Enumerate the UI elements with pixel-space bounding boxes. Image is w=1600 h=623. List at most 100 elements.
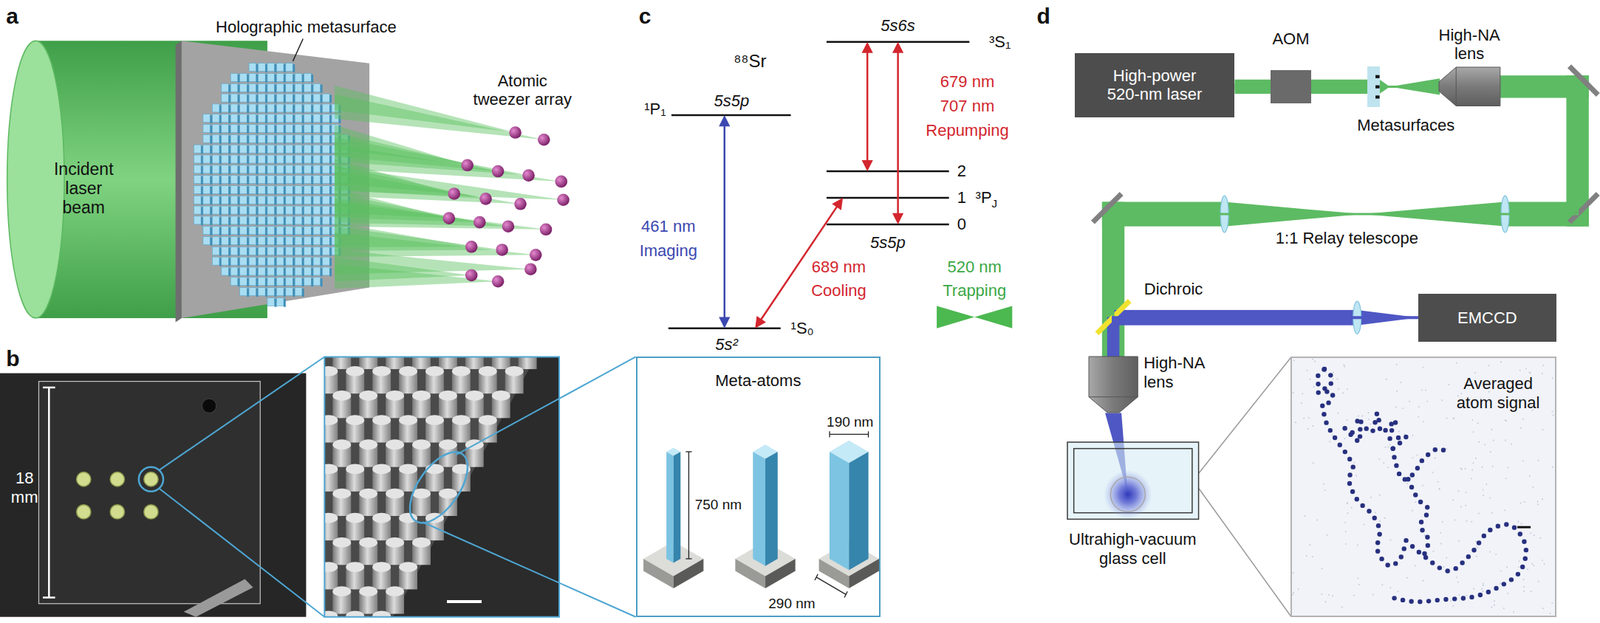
meta-atom: [203, 114, 211, 123]
meta-atom-side: [274, 197, 278, 206]
meta-atom: [257, 104, 266, 113]
sem-pillar: [412, 444, 431, 467]
image-noise: [1306, 370, 1309, 372]
meta-atom-side: [237, 248, 241, 257]
meta-atom: [313, 206, 321, 215]
meta-atom: [230, 134, 238, 143]
meta-atom: [230, 257, 238, 266]
sem-pillar: [385, 356, 405, 370]
meta-atom: [294, 165, 303, 174]
laser-beam: [1566, 75, 1589, 227]
tweezer-beam: [334, 165, 486, 200]
meta-atom-side: [256, 197, 259, 206]
meta-atom: [212, 257, 220, 266]
meta-atom-side: [347, 155, 351, 164]
meta-atom: [248, 267, 257, 276]
meta-atom-side: [329, 217, 332, 226]
image-noise: [1552, 415, 1555, 417]
image-noise: [1406, 577, 1408, 580]
meta-atom-side: [219, 197, 222, 206]
objective-lens: High-NA lens: [1438, 67, 1501, 106]
meta-atom: [230, 246, 238, 255]
shape-outline: [1367, 66, 1380, 108]
meta-atom: [212, 165, 220, 174]
meta-atom: [285, 104, 294, 113]
atom-dot: [1512, 525, 1517, 531]
meta-atom-side: [283, 146, 286, 155]
meta-atom-side: [329, 125, 332, 134]
image-noise: [1484, 443, 1486, 446]
highlight-ellipse: [398, 442, 480, 533]
meta-atom: [230, 124, 238, 133]
image-noise: [1474, 372, 1476, 374]
meta-atom: [285, 114, 294, 123]
image-noise: [1453, 418, 1455, 420]
meta-atom: [294, 124, 303, 133]
atom-dot: [1323, 420, 1329, 425]
relay-lens: [1501, 195, 1510, 233]
image-noise: [1490, 607, 1493, 609]
image-noise: [1361, 415, 1363, 418]
meta-atom: [248, 124, 257, 133]
sem-pillar: [359, 356, 378, 370]
meta-atom: [294, 195, 303, 204]
meta-atom-side: [310, 74, 314, 83]
image-noise: [1482, 585, 1485, 587]
meta-atom-side: [339, 237, 342, 246]
tweezer-beam: [334, 249, 531, 275]
mirror: [1569, 193, 1599, 223]
image-noise: [1505, 420, 1507, 422]
meta-atom-side: [310, 257, 314, 266]
meta-atom: [285, 267, 294, 276]
atom-dot: [1379, 556, 1384, 562]
meta-atom: [276, 257, 284, 266]
sem-pillar-top: [324, 464, 338, 475]
image-noise: [1470, 521, 1473, 523]
meta-atom-side: [256, 248, 259, 257]
meta-atom-side: [237, 115, 241, 124]
image-noise: [1311, 556, 1314, 558]
atom-dot: [1520, 565, 1525, 570]
sem-pillar-top: [425, 464, 444, 475]
meta-atom-side: [256, 206, 259, 215]
level-index: 0: [957, 214, 967, 234]
atom-dot: [1321, 367, 1326, 372]
meta-atom: [304, 206, 312, 215]
meta-atom: [267, 288, 275, 297]
image-noise: [1389, 444, 1391, 447]
meta-atom: [267, 73, 275, 82]
meta-atom: [294, 155, 303, 164]
meta-atom-side: [237, 176, 241, 185]
atom: [495, 243, 509, 257]
sem-pillar: [324, 395, 326, 419]
sem-pillar-top: [438, 439, 458, 450]
meta-atom-side: [237, 278, 241, 287]
atom-dot: [1388, 421, 1394, 427]
image-noise: [1417, 416, 1420, 419]
meta-atom: [267, 206, 275, 215]
image-noise: [1332, 372, 1335, 374]
image-noise: [1422, 580, 1425, 583]
meta-atom-side: [228, 104, 231, 114]
glass-cell: [1066, 441, 1200, 521]
image-noise: [1316, 519, 1318, 521]
cell-wall: [1067, 442, 1199, 520]
panel-letter: b: [5, 346, 20, 373]
image-noise: [1408, 401, 1411, 403]
image-noise: [1475, 546, 1478, 549]
meta-atom: [304, 124, 312, 133]
meta-atom: [248, 83, 257, 92]
meta-atom-side: [310, 115, 314, 124]
sem-pillar: [332, 542, 351, 566]
meta-atom-side: [256, 217, 259, 226]
image-noise: [1482, 489, 1485, 491]
image-noise: [1379, 520, 1381, 523]
meta-atom: [294, 175, 303, 184]
node-label: AOM: [1272, 29, 1309, 49]
sem-pillar: [518, 356, 538, 370]
meta-atom: [248, 277, 257, 286]
meta-atom: [276, 63, 284, 72]
image-noise: [1306, 555, 1308, 557]
meta-atom-side: [302, 176, 305, 185]
meta-atom-side: [274, 104, 278, 114]
